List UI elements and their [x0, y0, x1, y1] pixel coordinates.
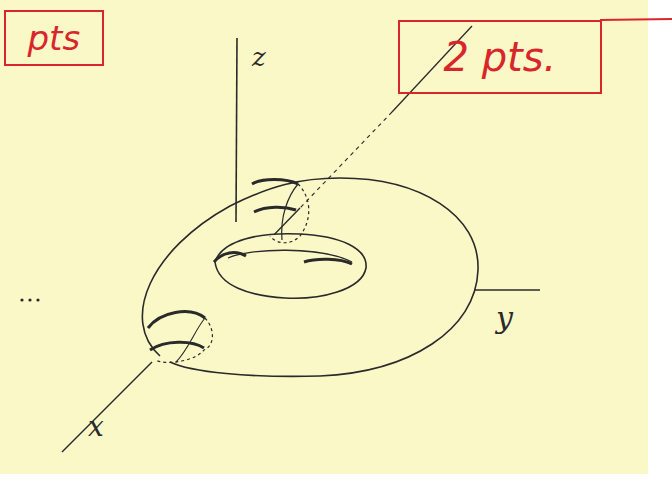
axis-label: y: [496, 300, 513, 335]
axis-label: x: [88, 410, 104, 443]
points-note: 2 pts.: [444, 34, 601, 80]
sticky-note: [0, 0, 648, 474]
axis-label: z: [252, 42, 266, 72]
points-note: pts: [28, 18, 103, 58]
points-box: pts: [4, 10, 104, 66]
points-box: 2 pts.: [398, 20, 602, 94]
